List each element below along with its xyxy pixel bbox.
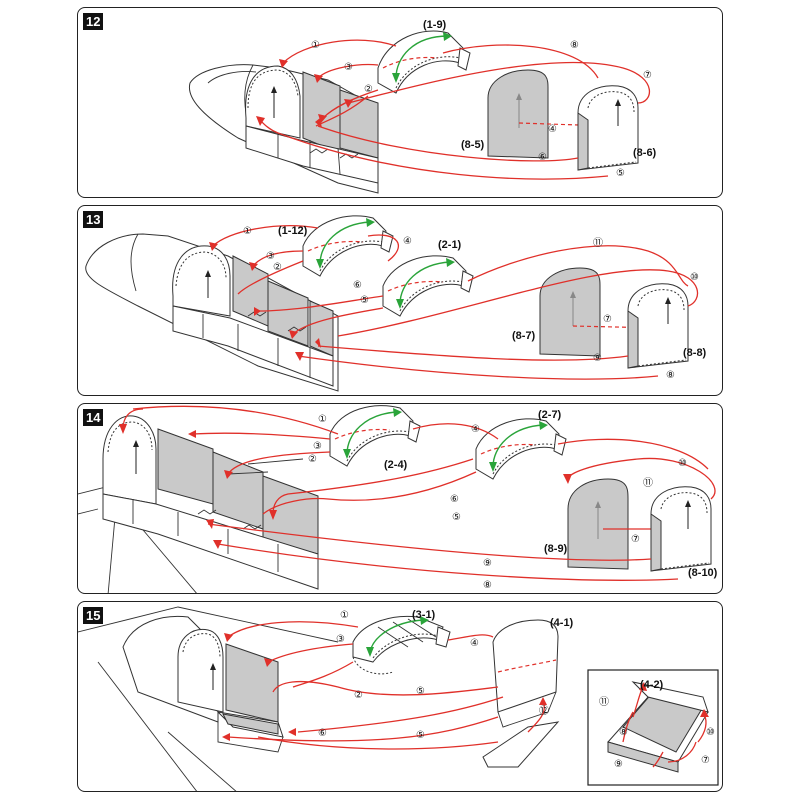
part-label: (4-1)	[550, 617, 574, 629]
callout-number: ③	[266, 251, 275, 262]
part-8-5	[487, 69, 549, 159]
base-part	[482, 721, 560, 768]
callout-number: ⑤	[416, 730, 425, 741]
callout-number: ⑦	[603, 314, 612, 325]
callout-number: ⑦	[631, 534, 640, 545]
callout-number: ⑤	[416, 686, 425, 697]
part-label: (1-12)	[278, 225, 308, 237]
callout-number: ②	[273, 262, 282, 273]
part-label: (3-1)	[412, 609, 436, 621]
callout-number: ⑧	[666, 370, 675, 381]
callout-number: ③	[344, 62, 353, 73]
callout-number: ①	[243, 226, 252, 237]
callout-number: ⑧	[570, 40, 579, 51]
step-number: 12	[83, 13, 104, 30]
step-number: 14	[83, 409, 104, 426]
part-2-4	[329, 405, 421, 467]
callout-number: ⑤	[360, 295, 369, 306]
callout-number: ④	[470, 638, 479, 649]
step-13-diagram: (1-12) (2-1) (8-7) (8-8) ① ② ③ ④ ⑤ ⑥ ⑦ ⑧…	[85, 215, 707, 392]
inset-4-2	[587, 669, 719, 786]
step-12-diagram: (1-9) (8-5) (8-6) ① ② ③ ④ ⑤ ⑥ ⑦ ⑧	[188, 19, 657, 194]
step-14-panel: (2-4) (2-7) (8-9) (8-10) ① ② ③ ④ ⑤ ⑥ ⑦ ⑧…	[77, 403, 723, 594]
callout-number: ④	[471, 424, 480, 435]
part-2-7	[475, 418, 567, 480]
part-8-8	[627, 283, 689, 369]
step-13-panel: (1-12) (2-1) (8-7) (8-8) ① ② ③ ④ ⑤ ⑥ ⑦ ⑧…	[77, 205, 723, 396]
callout-number: ⑪	[643, 477, 653, 489]
step-number: 15	[83, 607, 104, 624]
part-8-6	[577, 85, 639, 171]
part-label: (8-8)	[683, 347, 707, 359]
callout-number: ②	[364, 84, 373, 95]
callout-number: ②	[308, 454, 317, 465]
callout-number: ⑨	[483, 558, 492, 569]
callout-number: ⑦	[701, 755, 710, 766]
part-label: (2-1)	[438, 239, 462, 251]
part-3-1	[352, 615, 451, 675]
callout-number: ④	[548, 124, 557, 135]
callout-number: ③	[313, 441, 322, 452]
part-2-1	[382, 255, 474, 317]
part-label: (8-9)	[544, 543, 568, 555]
part-label: (8-6)	[633, 147, 657, 159]
interior-wall	[225, 643, 279, 723]
callout-number: ⑥	[450, 494, 459, 505]
part-1-9	[377, 30, 471, 94]
callout-number: ⑧	[619, 727, 628, 738]
callout-number: ④	[403, 236, 412, 247]
part-label: (8-10)	[688, 567, 718, 579]
part-label: (2-7)	[538, 409, 562, 421]
callout-number: ⑧	[483, 580, 492, 591]
part-label: (8-5)	[461, 139, 485, 151]
part-8-7	[539, 267, 601, 357]
step-15-diagram: (3-1) (4-1) (4-2) ① ② ③ ④ ⑤ ⑥ ⑤ ⑫ ⑪ ⑧ ⑨ …	[78, 606, 719, 791]
part-8-10	[650, 486, 712, 572]
step-number: 13	[83, 211, 104, 228]
callout-number: ②	[354, 690, 363, 701]
callout-number: ⑪	[593, 237, 603, 249]
step-14-diagram: (2-4) (2-7) (8-9) (8-10) ① ② ③ ④ ⑤ ⑥ ⑦ ⑧…	[78, 405, 718, 593]
part-4-1	[492, 619, 559, 728]
callout-number: ⑥	[538, 152, 547, 163]
callout-number: ⑤	[616, 168, 625, 179]
step-12-panel: (1-9) (8-5) (8-6) ① ② ③ ④ ⑤ ⑥ ⑦ ⑧ 12	[77, 7, 723, 198]
callout-number: ⑩	[690, 272, 699, 283]
callout-number: ①	[318, 414, 327, 425]
callout-number: ⑩	[706, 727, 715, 738]
interior-wall	[157, 428, 214, 505]
callout-number: ①	[311, 40, 320, 51]
part-label: (8-7)	[512, 330, 536, 342]
part-label: (4-2)	[640, 679, 664, 691]
callout-number: ⑨	[593, 353, 602, 364]
callout-number: ⑤	[452, 512, 461, 523]
callout-number: ⑥	[353, 280, 362, 291]
callout-number: ⑫	[539, 705, 549, 717]
part-1-12	[302, 215, 394, 277]
callout-number: ⑨	[614, 759, 623, 770]
callout-number: ⑩	[678, 458, 687, 469]
step-15-panel: (3-1) (4-1) (4-2) ① ② ③ ④ ⑤ ⑥ ⑤ ⑫ ⑪ ⑧ ⑨ …	[77, 601, 723, 792]
part-label: (2-4)	[384, 459, 408, 471]
part-label: (1-9)	[423, 19, 447, 31]
callout-number: ⑦	[643, 70, 652, 81]
callout-number: ⑪	[599, 696, 609, 708]
callout-number: ①	[340, 610, 349, 621]
callout-number: ③	[336, 634, 345, 645]
callout-number: ⑥	[318, 728, 327, 739]
